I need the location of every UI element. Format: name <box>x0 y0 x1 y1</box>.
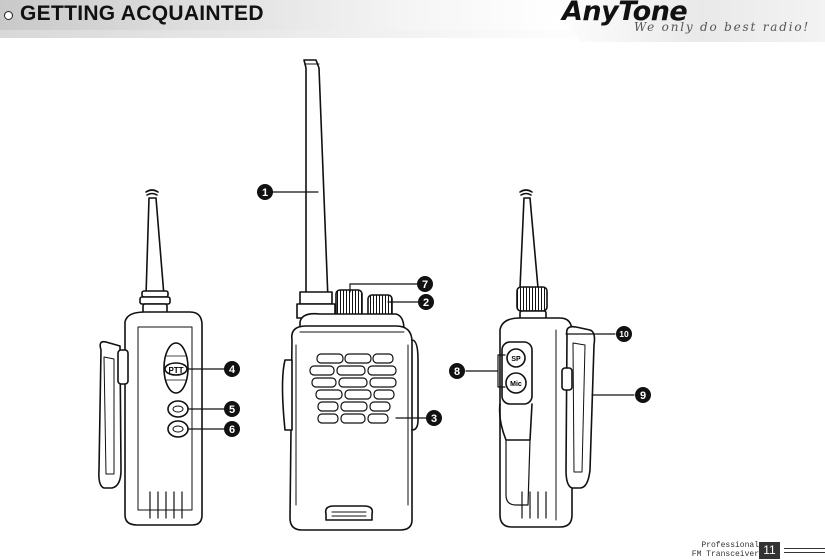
footer-rule <box>784 552 825 553</box>
callout-9: 9 <box>635 387 651 403</box>
radio-front-view <box>281 59 419 531</box>
callout-1: 1 <box>257 184 273 200</box>
callout-8-label: 8 <box>454 366 460 378</box>
footer-rule <box>784 548 825 549</box>
callout-10: 10 <box>616 326 632 342</box>
footer-caption: Professional FM Transceiver <box>692 541 759 559</box>
callout-7: 7 <box>417 276 433 292</box>
page-title: GETTING ACQUAINTED <box>20 2 264 25</box>
header-band <box>0 0 560 30</box>
callout-9-label: 9 <box>640 390 646 402</box>
callout-6: 6 <box>224 421 240 437</box>
callout-3: 3 <box>426 410 442 426</box>
radio-left-side-view <box>98 189 203 526</box>
header-shadow <box>0 30 600 38</box>
brand-tagline: We only do best radio! <box>634 20 811 34</box>
page-footer: Professional FM Transceiver 11 <box>690 541 825 560</box>
radio-right-side-view <box>498 189 596 528</box>
brand-logo: AnyTone <box>562 0 688 27</box>
callout-4: 4 <box>224 361 240 377</box>
mic-jack-label: Mic <box>510 381 522 388</box>
callout-3-label: 3 <box>431 413 437 425</box>
callout-6-label: 6 <box>229 424 235 436</box>
radio-diagram: PTT SP Mic 1 2 3 4 5 6 7 <box>0 44 825 534</box>
brand-plate <box>548 0 825 42</box>
sp-jack-label: SP <box>511 356 521 363</box>
page-header: GETTING ACQUAINTED AnyTone We only do be… <box>0 0 825 44</box>
callout-2: 2 <box>418 294 434 310</box>
callout-7-label: 7 <box>422 279 428 291</box>
footer-line-2: FM Transceiver <box>691 550 759 559</box>
page-number: 11 <box>759 542 780 559</box>
callout-2-label: 2 <box>423 297 429 309</box>
ptt-label: PTT <box>168 366 183 375</box>
callout-5-label: 5 <box>229 404 235 416</box>
callout-4-label: 4 <box>229 364 236 376</box>
radio-illustration: PTT SP Mic 1 2 3 4 5 6 7 <box>98 59 651 531</box>
bullet-icon <box>4 11 13 20</box>
callout-5: 5 <box>224 401 240 417</box>
callout-1-label: 1 <box>262 187 268 199</box>
callout-8: 8 <box>449 363 465 379</box>
footer-line-1: Professional <box>701 541 759 550</box>
callout-10-label: 10 <box>619 329 629 339</box>
leader-lines <box>187 191 635 430</box>
